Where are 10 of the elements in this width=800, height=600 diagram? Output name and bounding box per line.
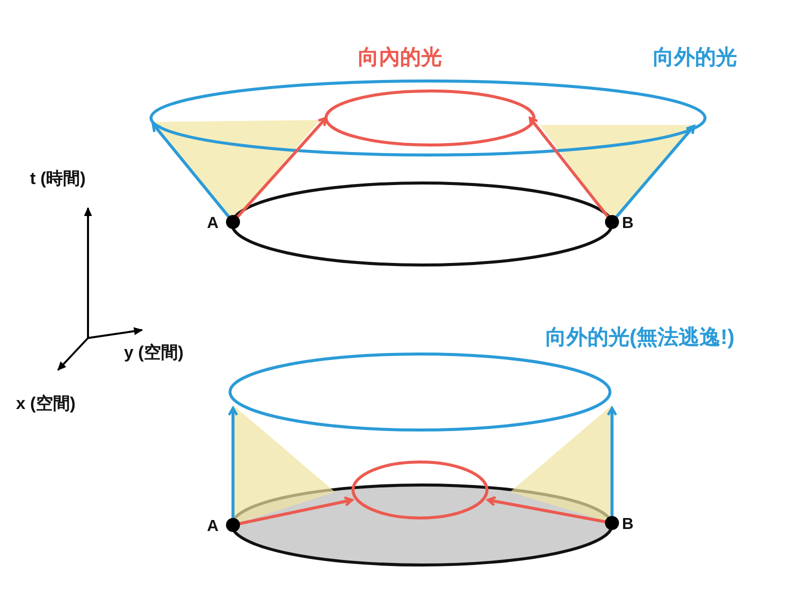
point-label: A [207, 518, 219, 536]
axis-label: t (時間) [30, 170, 86, 189]
axis-label: x (空間) [16, 395, 76, 414]
point-label: B [622, 215, 634, 233]
axis-label: y (空間) [124, 344, 184, 363]
light-label: 向外的光(無法逃逸!) [546, 326, 734, 350]
point-label: A [207, 215, 219, 233]
point-label: B [622, 516, 634, 534]
light-label: 向內的光 [358, 46, 442, 70]
light-label: 向外的光 [653, 46, 737, 70]
